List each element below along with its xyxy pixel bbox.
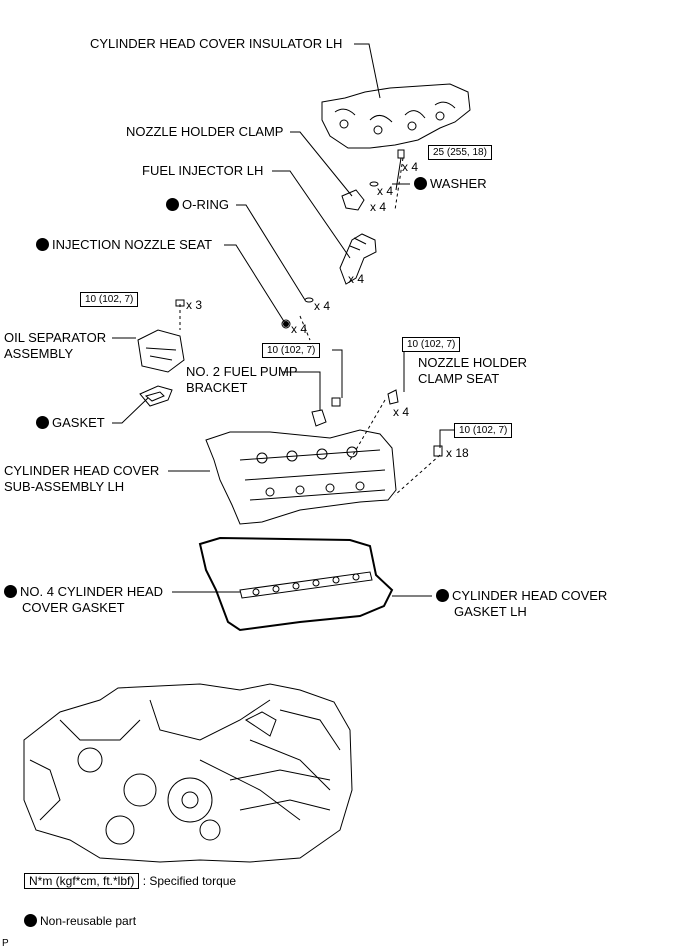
clamp-shape <box>341 189 365 211</box>
label-insulator: CYLINDER HEAD COVER INSULATOR LH <box>90 36 343 51</box>
torque-top-bolt: 25 (255, 18) <box>428 145 492 160</box>
nonreusable-dot-icon <box>4 585 17 598</box>
nonreusable-dot-icon <box>36 238 49 251</box>
legend-torque: N*m (kgf*cm, ft.*lbf) : Specified torque <box>24 873 236 889</box>
leader-nozzle-seat <box>224 244 286 324</box>
nonreusable-dot-icon <box>414 177 427 190</box>
leader-tq-cover <box>439 429 454 448</box>
legend-nonreusable: Non-reusable part <box>24 913 136 929</box>
label-head-cover-line2: SUB-ASSEMBLY LH <box>4 479 125 494</box>
torque-bracket: 10 (102, 7) <box>262 343 321 358</box>
nonreusable-dot-icon <box>436 589 449 602</box>
torque-cover-bolts: 10 (102, 7) <box>454 423 513 438</box>
label-oil-separator-line2: ASSEMBLY <box>4 346 74 361</box>
legend-torque-desc: : Specified torque <box>142 874 237 888</box>
nonreusable-dot-icon <box>36 416 49 429</box>
label-fuel-pump-bracket-line2: BRACKET <box>186 380 248 395</box>
label-washer: WASHER <box>414 176 487 192</box>
label-cover-gasket-line2: GASKET LH <box>454 604 527 619</box>
qty-injector: x 4 <box>348 272 365 286</box>
label-head-cover-line1: CYLINDER HEAD COVER <box>4 463 160 478</box>
engine-drawing <box>23 683 353 863</box>
head-cover-shape <box>205 429 397 525</box>
qty-oring: x 4 <box>314 299 331 313</box>
leader-bracket <box>282 371 321 410</box>
qty-oil-separator: x 3 <box>186 298 203 312</box>
label-oil-separator-line1: OIL SEPARATOR <box>4 330 107 345</box>
leader-gasket <box>112 397 149 424</box>
label-nozzle-clamp-seat-line2: CLAMP SEAT <box>418 371 500 386</box>
qty-top-bolt: x 4 <box>402 160 419 174</box>
torque-clamp-seat: 10 (102, 7) <box>402 337 461 352</box>
qty-clamp-seat: x 4 <box>393 405 410 419</box>
insulator-shape <box>321 83 471 149</box>
label-cover-gasket-line1: CYLINDER HEAD COVER <box>436 588 607 604</box>
qty-cover-bolts: x 18 <box>446 446 469 460</box>
oil-separator-shape <box>137 329 185 373</box>
label-injection-nozzle-seat: INJECTION NOZZLE SEAT <box>36 237 212 253</box>
label-fuel-injector: FUEL INJECTOR LH <box>142 163 264 178</box>
leader-tq-bracket <box>332 349 343 398</box>
nonreusable-dot-icon <box>24 914 37 927</box>
label-no4-gasket-line2: COVER GASKET <box>22 600 125 615</box>
label-gasket: GASKET <box>36 415 105 431</box>
legend-torque-box: N*m (kgf*cm, ft.*lbf) <box>24 873 140 889</box>
cover-gasket-shape <box>198 536 394 632</box>
leader-injector <box>272 170 351 259</box>
injector-shape <box>339 233 377 285</box>
torque-oil-separator: 10 (102, 7) <box>80 292 139 307</box>
label-nozzle-clamp-seat-line1: NOZZLE HOLDER <box>418 355 528 370</box>
nonreusable-dot-icon <box>166 198 179 211</box>
qty-clamp: x 4 <box>370 200 387 214</box>
qty-nozzle-seat: x 4 <box>291 322 308 336</box>
qty-washer: x 4 <box>377 184 394 198</box>
label-oring: O-RING <box>166 197 229 213</box>
no4-gasket-shape <box>239 571 373 599</box>
oil-sep-gasket-shape <box>139 385 173 407</box>
bracket-shape <box>311 409 327 427</box>
label-no4-gasket-line1: NO. 4 CYLINDER HEAD <box>4 584 163 600</box>
corner-mark: P <box>2 938 9 949</box>
leader-clamp <box>290 131 353 197</box>
label-nozzle-holder-clamp: NOZZLE HOLDER CLAMP <box>126 124 284 139</box>
leader-insulator <box>354 43 381 99</box>
leader-oring <box>236 204 306 301</box>
label-fuel-pump-bracket-line1: NO. 2 FUEL PUMP <box>186 364 298 379</box>
